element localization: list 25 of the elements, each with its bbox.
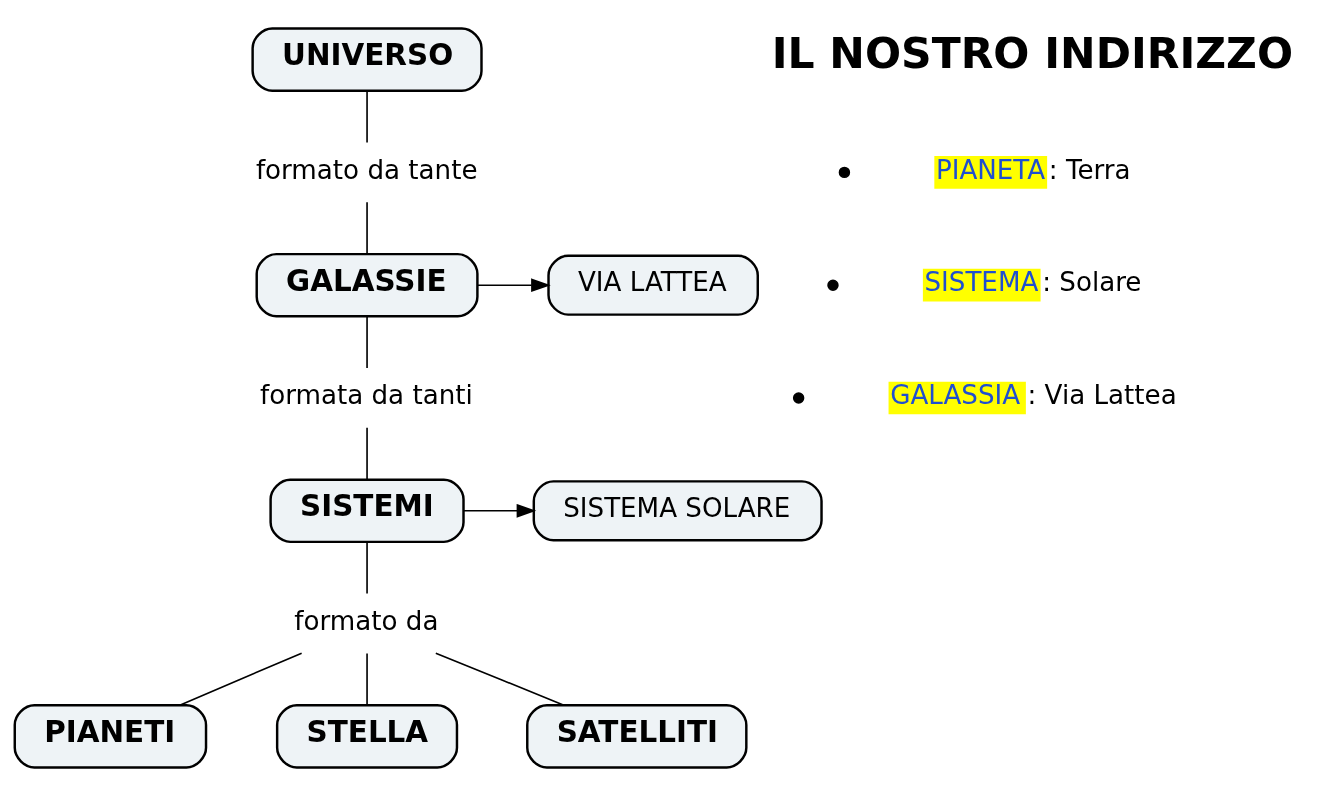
node-box: GALASSIE: [255, 252, 479, 318]
node-box: UNIVERSO: [251, 27, 483, 92]
node-box: SISTEMA SOLARE: [532, 480, 823, 542]
connector: [366, 201, 368, 255]
connector: [366, 427, 368, 480]
node-box: STELLA: [275, 704, 459, 769]
node-box: SISTEMI: [269, 478, 465, 544]
node-box: SATELLITI: [526, 704, 748, 769]
connector: [366, 315, 368, 369]
connector: [178, 652, 303, 706]
connector: [366, 541, 368, 595]
connector: [435, 652, 565, 706]
node-text: formato da tante: [255, 154, 478, 185]
node-box: VIA LATTEA: [547, 254, 759, 316]
connector: [366, 90, 368, 144]
node-text: formato da: [294, 605, 439, 636]
arrow: [476, 278, 551, 293]
node-box: PIANETI: [13, 704, 208, 769]
arrow: [462, 503, 537, 518]
label: IL NOSTRO INDIRIZZO: [771, 29, 1294, 79]
label: GALASSIA: Via Lattea: [890, 380, 1177, 411]
label: SISTEMA: Solare: [924, 267, 1142, 298]
node-text: formata da tanti: [259, 380, 473, 411]
label: PIANETA: Terra: [935, 154, 1131, 185]
connector: [366, 652, 368, 706]
